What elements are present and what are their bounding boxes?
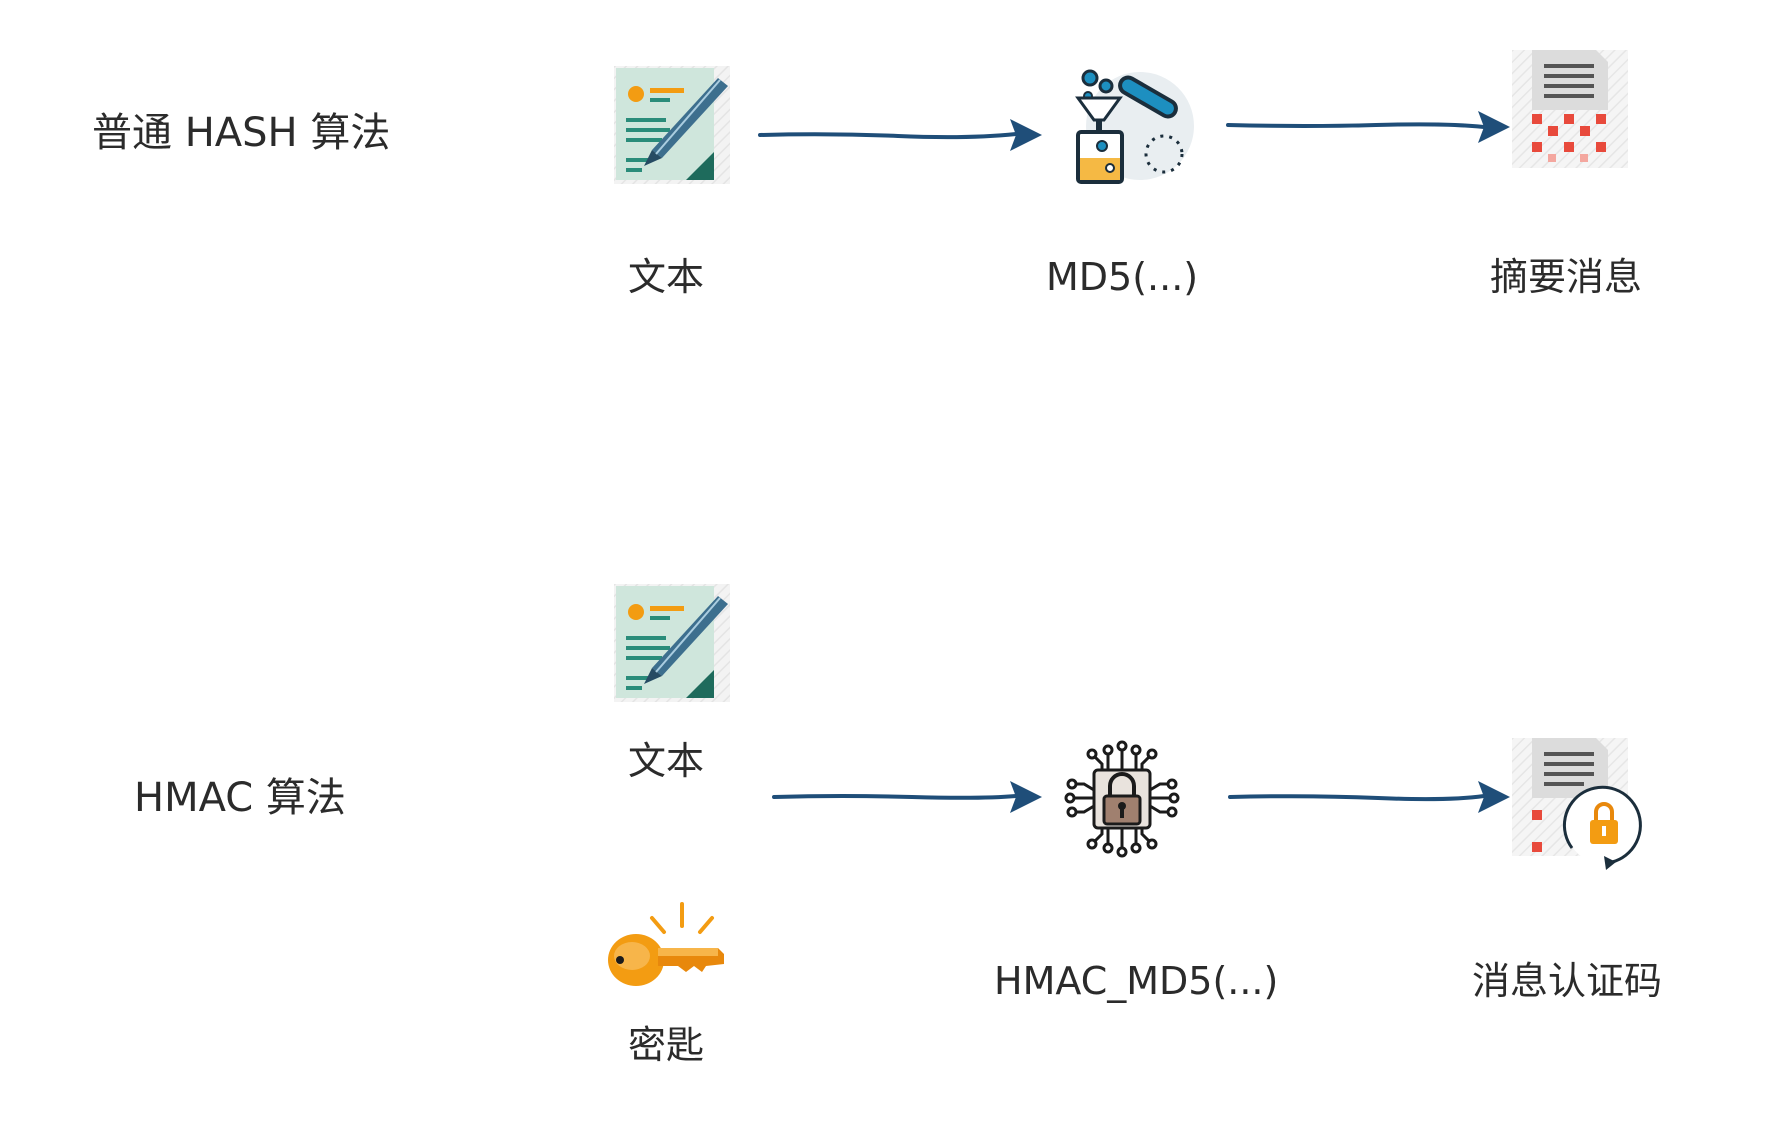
document-pen-icon <box>614 584 730 702</box>
hash-output-label: 摘要消息 <box>1490 255 1643 299</box>
hmac-input-label: 文本 <box>628 739 705 783</box>
arrow-hmac-to-mac <box>1228 777 1512 817</box>
document-pen-icon <box>614 66 730 184</box>
document-lock-icon <box>1512 738 1646 878</box>
hashed-document-icon <box>1512 50 1628 168</box>
key-icon <box>606 900 728 990</box>
hash-input-label: 文本 <box>628 255 705 299</box>
chip-lock-icon <box>1064 740 1180 858</box>
hmac-output-label: 消息认证码 <box>1472 959 1663 1003</box>
lab-flask-icon <box>1072 62 1198 186</box>
arrow-md5-to-digest <box>1226 107 1512 147</box>
hmac-key-label: 密匙 <box>628 1023 705 1067</box>
hmac-function-label: HMAC_MD5(...) <box>994 959 1279 1003</box>
hash-function-label: MD5(...) <box>1046 255 1199 299</box>
arrow-text-to-md5 <box>758 115 1044 155</box>
hash-row-title: 普通 HASH 算法 <box>92 110 391 156</box>
hmac-row-title: HMAC 算法 <box>134 775 346 821</box>
arrow-text-to-hmac <box>772 777 1044 817</box>
